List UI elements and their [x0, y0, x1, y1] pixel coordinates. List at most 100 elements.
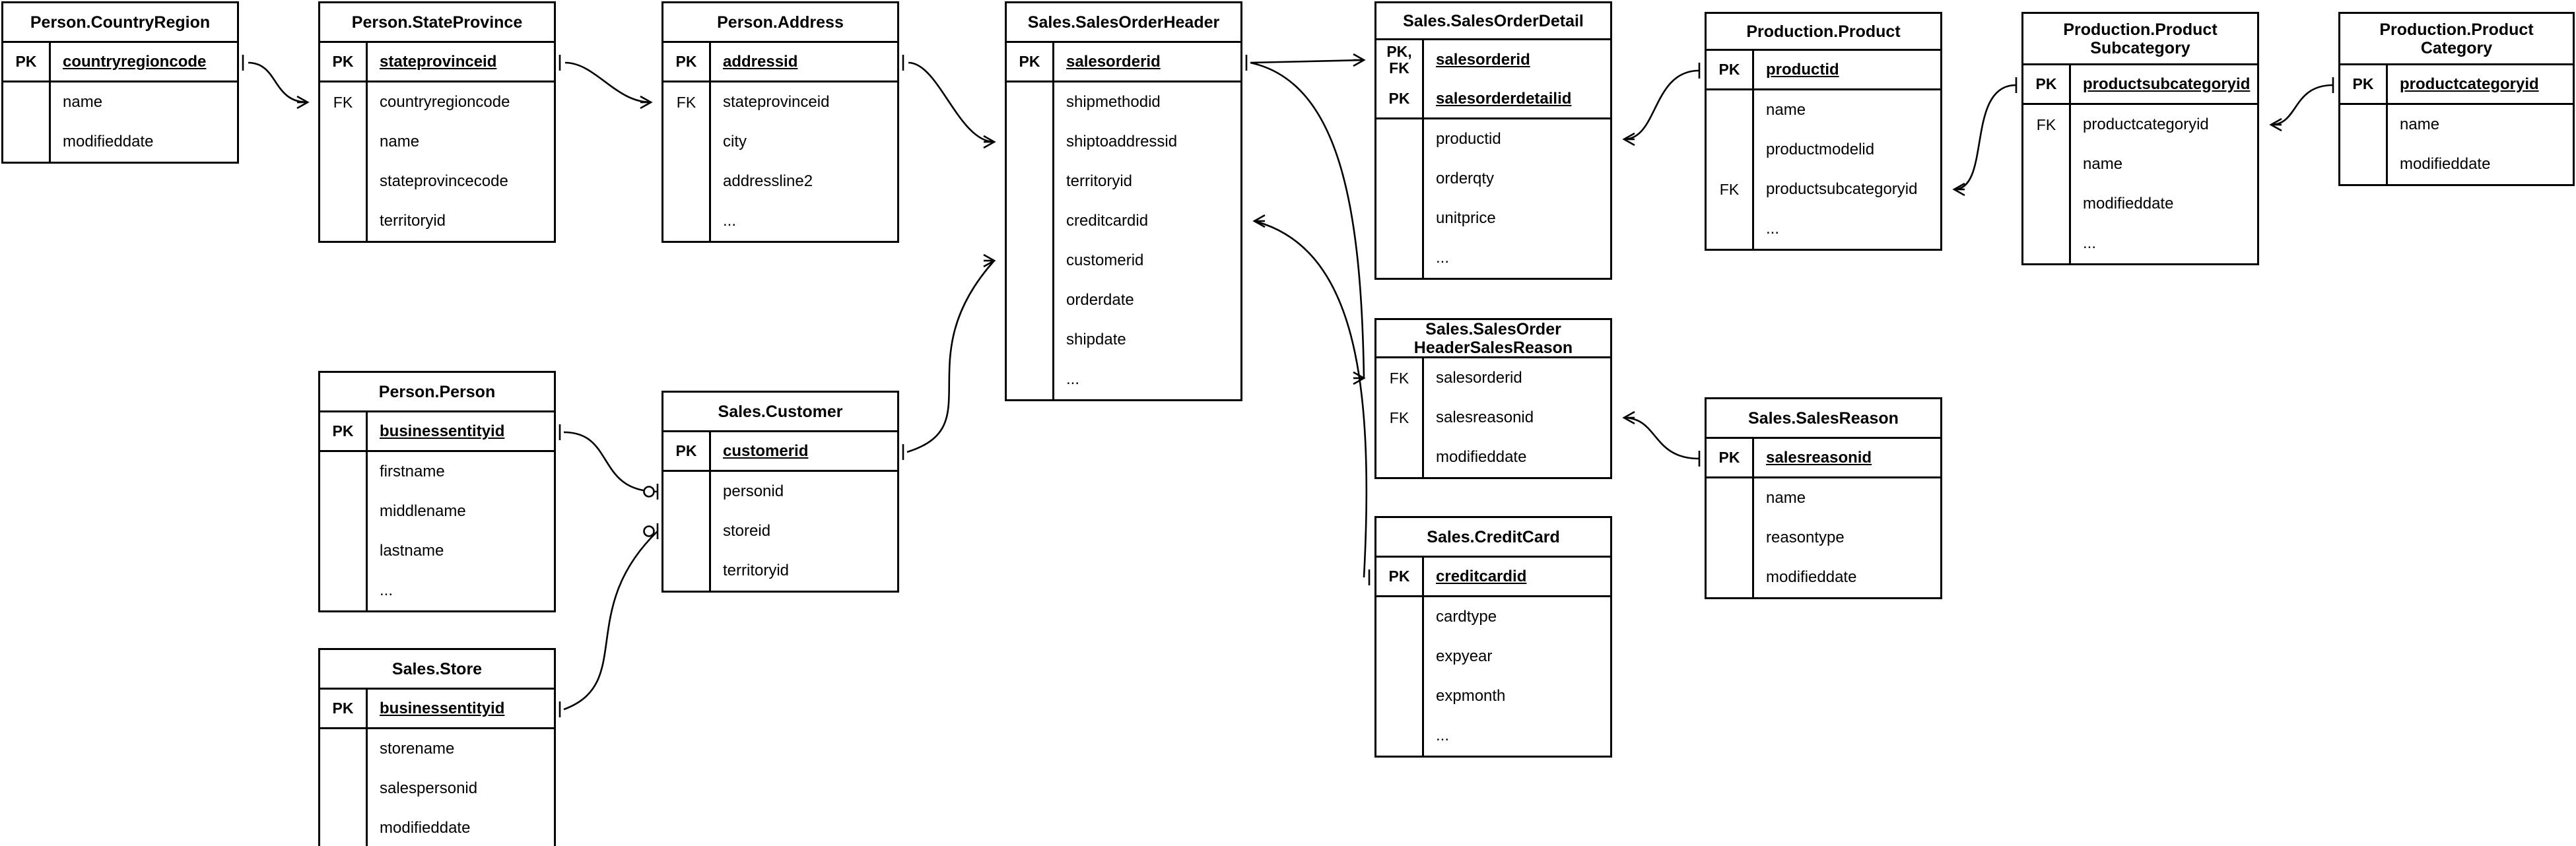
attribute-name: salesorderid: [1436, 51, 1530, 69]
key-marker: [2023, 224, 2071, 263]
attribute-row[interactable]: ...: [2023, 224, 2257, 263]
attribute-row[interactable]: addressline2: [663, 162, 897, 201]
attribute-row[interactable]: name: [2023, 145, 2257, 184]
attribute-row[interactable]: name: [2340, 105, 2573, 145]
attribute-row[interactable]: modifieddate: [1376, 438, 1610, 477]
connector-segment: [1353, 371, 1366, 385]
attribute-row[interactable]: name: [320, 122, 554, 162]
key-marker: PK: [663, 432, 711, 470]
attribute-row[interactable]: salespersonid: [320, 769, 554, 808]
attribute-row[interactable]: firstname: [320, 452, 554, 492]
attribute-name: shipmethodid: [1066, 93, 1161, 111]
attribute-row[interactable]: middlename: [320, 492, 554, 531]
attribute-row[interactable]: personid: [663, 472, 897, 511]
key-marker: FK: [320, 82, 368, 122]
attribute-row[interactable]: unitprice: [1376, 199, 1610, 238]
key-marker: PK: [320, 412, 368, 450]
attribute-row[interactable]: stateprovincecode: [320, 162, 554, 201]
attribute-row[interactable]: lastname: [320, 531, 554, 571]
attribute-row[interactable]: storeid: [663, 511, 897, 551]
attribute-row[interactable]: territoryid: [663, 551, 897, 591]
attribute-row[interactable]: ...: [1707, 209, 1940, 249]
attribute-row[interactable]: ...: [1007, 360, 1240, 399]
attribute-row[interactable]: expyear: [1376, 637, 1610, 676]
attribute-row[interactable]: territoryid: [1007, 162, 1240, 201]
attribute-row[interactable]: customerid: [1007, 241, 1240, 280]
attribute-row[interactable]: modifieddate: [1707, 558, 1940, 597]
attribute-row[interactable]: name: [3, 82, 237, 122]
attribute-name: modifieddate: [380, 819, 471, 837]
connector-segment: [1952, 182, 1965, 197]
connector-segment: [643, 525, 655, 537]
attribute-row[interactable]: shipmethodid: [1007, 82, 1240, 122]
attribute-row[interactable]: orderdate: [1007, 280, 1240, 320]
attribute-row[interactable]: storename: [320, 729, 554, 769]
attribute-row[interactable]: modifieddate: [2340, 145, 2573, 184]
attribute-name: customerid: [1066, 251, 1144, 269]
key-marker: [320, 122, 368, 162]
attribute-row[interactable]: ...: [663, 201, 897, 241]
attribute-name: lastname: [380, 542, 444, 560]
attribute-row[interactable]: territoryid: [320, 201, 554, 241]
attribute-row[interactable]: modifieddate: [3, 122, 237, 162]
attribute-name: modifieddate: [2083, 195, 2174, 212]
key-marker: [663, 122, 711, 162]
attribute-row[interactable]: reasontype: [1707, 518, 1940, 558]
attribute-row[interactable]: name: [1707, 478, 1940, 518]
attribute-row[interactable]: shipdate: [1007, 320, 1240, 360]
attribute-row[interactable]: modifieddate: [320, 808, 554, 846]
connector-segment: [563, 531, 658, 711]
attribute-row[interactable]: creditcardid: [1007, 201, 1240, 241]
attribute-row[interactable]: cardtype: [1376, 597, 1610, 637]
attribute-row[interactable]: ...: [1376, 238, 1610, 278]
connector-segment: [983, 253, 996, 268]
attribute-row[interactable]: shiptoaddressid: [1007, 122, 1240, 162]
key-marker: [3, 82, 51, 122]
attribute-name: modifieddate: [1766, 568, 1857, 586]
attribute-row[interactable]: ...: [320, 571, 554, 610]
attribute-row[interactable]: name: [1707, 90, 1940, 130]
attribute-row[interactable]: city: [663, 122, 897, 162]
attribute-row[interactable]: ...: [1376, 716, 1610, 756]
attribute-row[interactable]: productmodelid: [1707, 130, 1940, 170]
attribute-row[interactable]: orderqty: [1376, 159, 1610, 199]
attribute-row[interactable]: expmonth: [1376, 676, 1610, 716]
attribute-row[interactable]: modifieddate: [2023, 184, 2257, 224]
attribute-row[interactable]: productid: [1376, 119, 1610, 159]
